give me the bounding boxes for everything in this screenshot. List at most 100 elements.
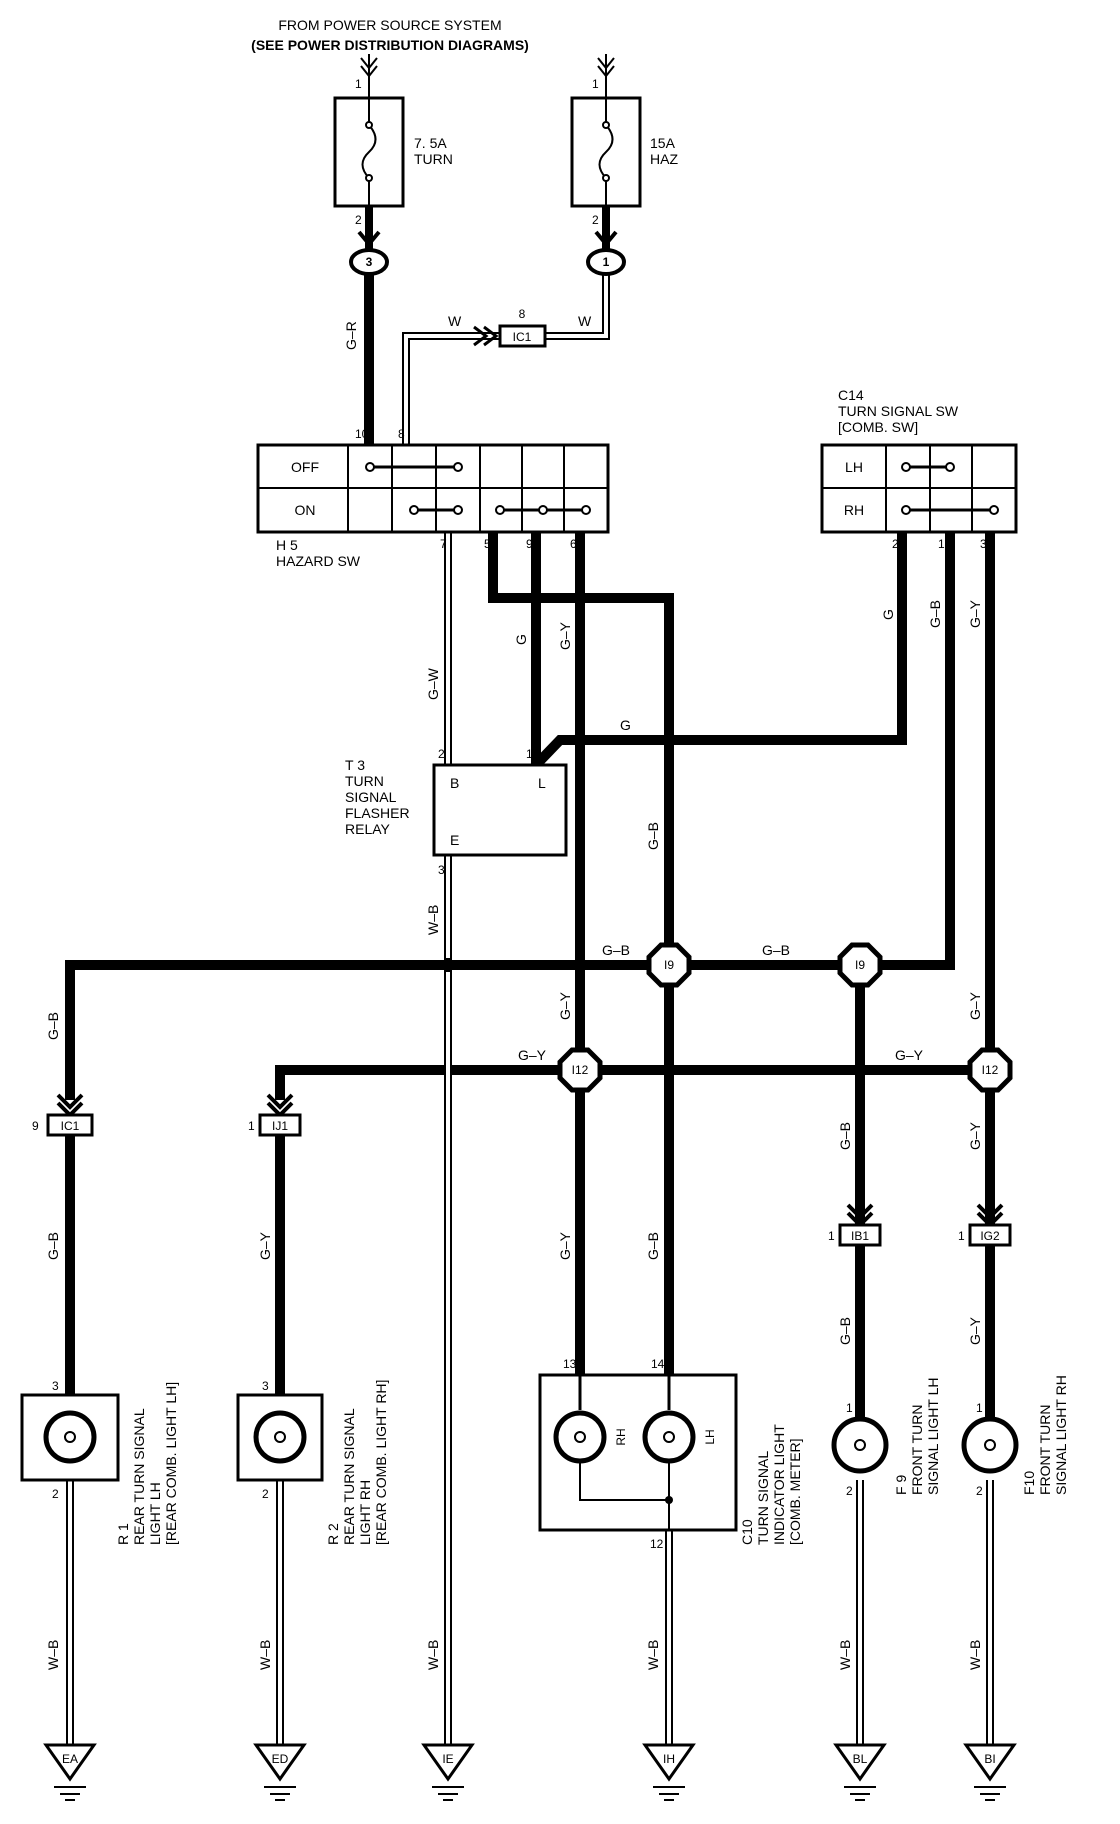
ground-ed: ED bbox=[253, 1743, 307, 1801]
fuse-turn-name: TURN bbox=[414, 151, 453, 167]
f10-code: F10 bbox=[1021, 1471, 1037, 1495]
svg-text:G–Y: G–Y bbox=[967, 1316, 983, 1345]
wire-g-b-bus bbox=[65, 960, 669, 1100]
svg-text:W: W bbox=[448, 313, 462, 329]
svg-text:W: W bbox=[578, 313, 592, 329]
svg-text:G–Y: G–Y bbox=[518, 1047, 547, 1063]
svg-text:12: 12 bbox=[650, 1537, 664, 1551]
svg-text:IJ1: IJ1 bbox=[272, 1119, 288, 1133]
f10-line1: FRONT TURN bbox=[1037, 1405, 1053, 1495]
svg-text:W–B: W–B bbox=[967, 1640, 983, 1670]
svg-text:G–Y: G–Y bbox=[895, 1047, 924, 1063]
svg-text:RELAY: RELAY bbox=[345, 821, 391, 837]
svg-text:IC1: IC1 bbox=[61, 1119, 80, 1133]
svg-text:1: 1 bbox=[846, 1401, 853, 1415]
svg-text:3: 3 bbox=[980, 537, 987, 551]
svg-text:2: 2 bbox=[52, 1487, 59, 1501]
f9-line2: SIGNAL LIGHT LH bbox=[925, 1378, 941, 1495]
svg-text:1: 1 bbox=[976, 1401, 983, 1415]
r1-line3: [REAR COMB. LIGHT LH] bbox=[163, 1382, 179, 1545]
svg-text:RH: RH bbox=[614, 1428, 628, 1445]
fuse-turn: 1 7. 5A TURN 2 bbox=[333, 77, 453, 227]
wire-g-y-bus bbox=[275, 1065, 990, 1100]
svg-text:1: 1 bbox=[526, 747, 533, 761]
hazard-sw-name: HAZARD SW bbox=[276, 553, 361, 569]
svg-text:IB1: IB1 bbox=[851, 1229, 869, 1243]
svg-text:G–Y: G–Y bbox=[967, 599, 983, 628]
front-turn-light-rh: 1 2 bbox=[961, 1401, 1019, 1498]
power-input-turn bbox=[360, 54, 378, 100]
svg-text:2: 2 bbox=[976, 1484, 983, 1498]
svg-text:IG2: IG2 bbox=[980, 1229, 1000, 1243]
svg-text:T 3: T 3 bbox=[345, 757, 365, 773]
svg-text:G–B: G–B bbox=[45, 1012, 61, 1040]
svg-text:2: 2 bbox=[592, 213, 599, 227]
svg-text:10: 10 bbox=[355, 427, 369, 441]
svg-text:3: 3 bbox=[52, 1379, 59, 1393]
svg-text:G–Y: G–Y bbox=[967, 1121, 983, 1150]
r2-code: R 2 bbox=[325, 1523, 341, 1545]
connector-ib1: IB1 1 bbox=[828, 1203, 882, 1247]
connector-ig2: IG2 1 bbox=[958, 1203, 1012, 1247]
svg-text:2: 2 bbox=[892, 537, 899, 551]
ground-label: IE bbox=[442, 1752, 453, 1766]
svg-text:1: 1 bbox=[958, 1229, 965, 1243]
svg-text:G: G bbox=[620, 717, 631, 733]
wire-g-b-turnsw bbox=[860, 532, 955, 970]
turn-sw-code: C14 bbox=[838, 387, 864, 403]
svg-text:G: G bbox=[880, 609, 896, 620]
wire-g-turnsw bbox=[532, 532, 907, 769]
turn-sw-name: TURN SIGNAL SW bbox=[838, 403, 959, 419]
svg-text:2: 2 bbox=[438, 747, 445, 761]
c10-line1: TURN SIGNAL bbox=[755, 1451, 771, 1545]
svg-text:3: 3 bbox=[262, 1379, 269, 1393]
svg-text:B: B bbox=[450, 775, 459, 791]
turn-signal-flasher-relay: B L E 2 1 3 T 3 TURN SIGNAL FLASHER RELA… bbox=[345, 747, 568, 877]
turn-sw-sub: [COMB. SW] bbox=[838, 419, 918, 435]
svg-text:W–B: W–B bbox=[425, 1640, 441, 1670]
svg-text:9: 9 bbox=[526, 537, 533, 551]
fuse-haz-rating: 15A bbox=[650, 135, 676, 151]
r1-line1: REAR TURN SIGNAL bbox=[131, 1408, 147, 1545]
svg-text:W–B: W–B bbox=[45, 1640, 61, 1670]
svg-text:14: 14 bbox=[651, 1357, 665, 1371]
svg-text:FLASHER: FLASHER bbox=[345, 805, 410, 821]
fuse-turn-rating: 7. 5A bbox=[414, 135, 447, 151]
f9-code: F 9 bbox=[893, 1475, 909, 1495]
svg-text:I12: I12 bbox=[982, 1063, 999, 1077]
svg-text:G–Y: G–Y bbox=[967, 991, 983, 1020]
connector-ic1-top: 8 IC1 bbox=[498, 307, 547, 348]
svg-text:G–Y: G–Y bbox=[257, 1231, 273, 1260]
f9-line1: FRONT TURN bbox=[909, 1405, 925, 1495]
junction-i9-right: I9 bbox=[837, 942, 883, 988]
svg-text:IC1: IC1 bbox=[513, 330, 532, 344]
svg-text:G–Y: G–Y bbox=[557, 1231, 573, 1260]
svg-text:1: 1 bbox=[828, 1229, 835, 1243]
svg-text:3: 3 bbox=[438, 863, 445, 877]
rear-turn-light-lh: 3 2 bbox=[20, 1379, 120, 1501]
header-line1: FROM POWER SOURCE SYSTEM bbox=[278, 17, 501, 33]
ground-wires bbox=[66, 1480, 994, 1745]
svg-text:G–B: G–B bbox=[837, 1317, 853, 1345]
svg-text:W–B: W–B bbox=[837, 1640, 853, 1670]
c10-line3: [COMB. METER] bbox=[787, 1438, 803, 1545]
ground-label: BL bbox=[853, 1752, 868, 1766]
hazard-sw-code: H 5 bbox=[276, 537, 298, 553]
wire-labels: G–R W W G–W G G–Y G G–B G–Y G G–B W–B G–… bbox=[45, 313, 983, 1670]
fuse-haz: 1 15A HAZ 2 bbox=[570, 77, 678, 227]
svg-text:G–B: G–B bbox=[927, 600, 943, 628]
rear-turn-light-rh: 3 2 bbox=[236, 1379, 324, 1501]
svg-text:G–W: G–W bbox=[425, 667, 441, 700]
ground-label: IH bbox=[663, 1752, 675, 1766]
junction-i9-center: I9 bbox=[646, 942, 692, 988]
svg-text:SIGNAL: SIGNAL bbox=[345, 789, 397, 805]
r1-line2: LIGHT LH bbox=[147, 1482, 163, 1545]
svg-text:I12: I12 bbox=[572, 1063, 589, 1077]
power-input-haz bbox=[597, 54, 615, 100]
r2-line2: LIGHT RH bbox=[357, 1480, 373, 1545]
svg-text:W–B: W–B bbox=[645, 1640, 661, 1670]
svg-text:G–R: G–R bbox=[343, 321, 359, 350]
f10-line2: SIGNAL LIGHT RH bbox=[1053, 1375, 1069, 1495]
svg-text:W–B: W–B bbox=[257, 1640, 273, 1670]
